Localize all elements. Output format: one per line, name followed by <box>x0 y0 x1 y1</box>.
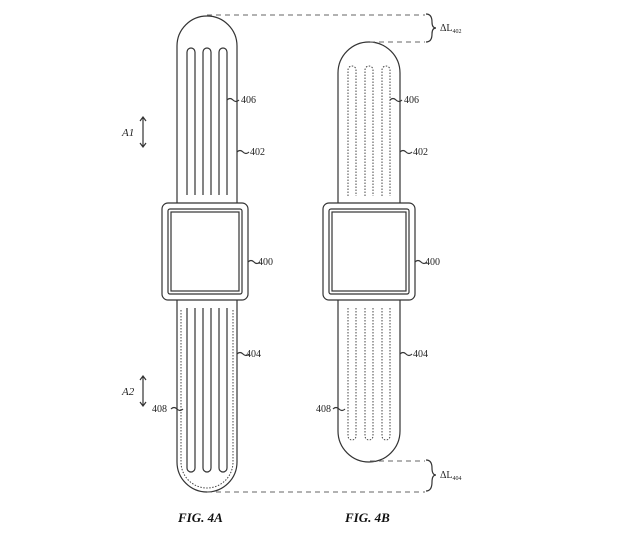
top-band-402 <box>176 15 238 203</box>
svg-text:ΔL404: ΔL404 <box>440 470 462 482</box>
arrow-a1-icon <box>139 116 147 148</box>
label-402: 402 <box>250 147 265 158</box>
label-402: 402 <box>413 147 428 158</box>
label-408: 408 <box>316 404 331 415</box>
brace-icon <box>425 13 437 43</box>
label-a2: A2 <box>121 386 135 398</box>
label-406: 406 <box>404 95 419 106</box>
leader-lines <box>170 97 261 412</box>
label-408: 408 <box>152 404 167 415</box>
delta-bottom-sub: 404 <box>453 476 462 482</box>
display <box>328 208 410 295</box>
housing-400 <box>161 202 249 301</box>
slots-406-bottom <box>186 308 228 473</box>
watch-fig-4a: A1 A2 406 402 400 404 408 FIG. 4A <box>121 15 273 525</box>
leader-lines <box>332 97 428 412</box>
watch-fig-4b: 406 402 400 404 408 FIG. 4B <box>316 41 440 525</box>
outline-408 <box>180 310 234 489</box>
bottom-band-404 <box>337 300 401 463</box>
caption-fig-4a: FIG. 4A <box>177 510 223 525</box>
brace-icon <box>425 459 437 492</box>
top-band-402 <box>337 41 401 203</box>
caption-fig-4b: FIG. 4B <box>344 510 390 525</box>
label-400: 400 <box>258 257 273 268</box>
delta-bottom-symbol: ΔL <box>440 470 453 481</box>
display <box>167 208 243 295</box>
delta-top-sub: 402 <box>453 29 462 35</box>
bottom-band-404 <box>176 300 238 493</box>
arrow-a2-icon <box>139 375 147 407</box>
delta-l-402: ΔL402 <box>207 13 462 43</box>
housing-400 <box>322 202 416 301</box>
label-404: 404 <box>246 349 261 360</box>
delta-top-symbol: ΔL <box>440 23 453 34</box>
delta-l-404: ΔL404 <box>207 459 462 493</box>
display-inner <box>331 211 407 292</box>
label-406: 406 <box>241 95 256 106</box>
slots-406-top <box>186 47 228 195</box>
label-404: 404 <box>413 349 428 360</box>
svg-text:ΔL402: ΔL402 <box>440 23 462 35</box>
display-inner <box>170 211 240 292</box>
label-a1: A1 <box>121 127 134 139</box>
slots-406-bottom <box>347 308 391 441</box>
label-400: 400 <box>425 257 440 268</box>
slots-406-top <box>347 65 391 196</box>
